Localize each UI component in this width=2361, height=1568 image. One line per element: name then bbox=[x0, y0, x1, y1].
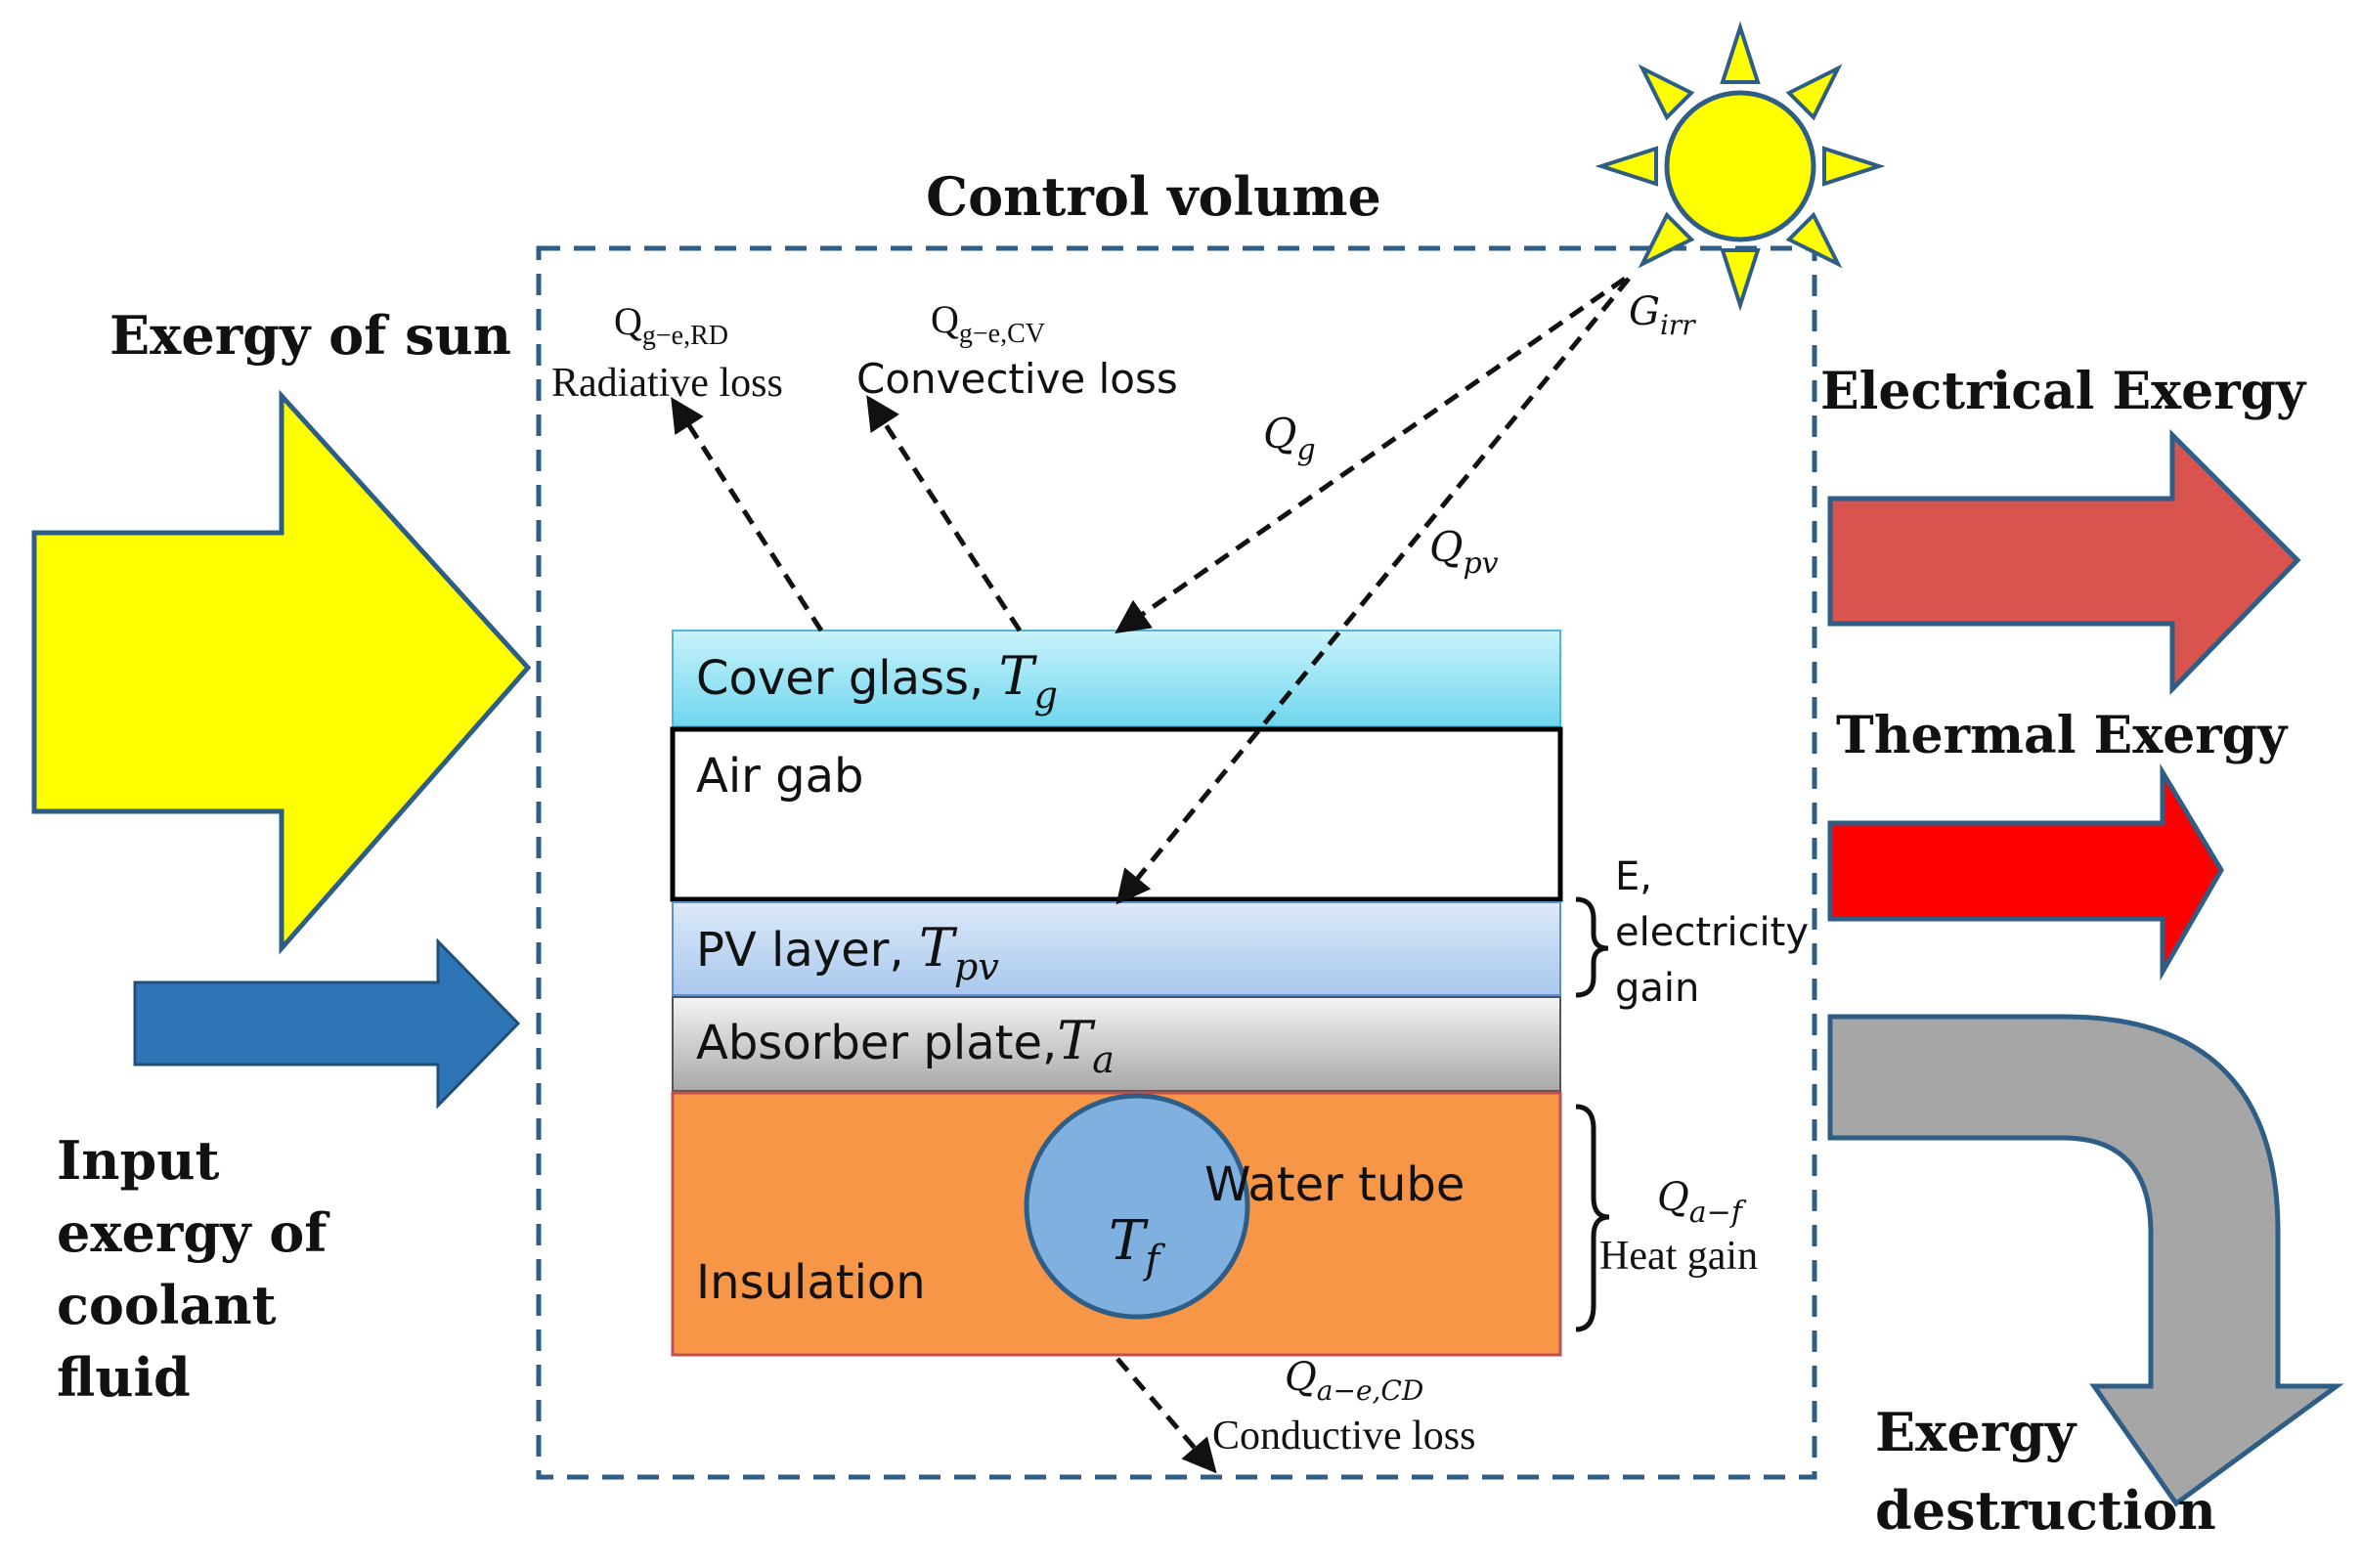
radiative-loss-symbol: Qg−e,RD bbox=[614, 299, 728, 351]
pv-layer bbox=[672, 901, 1561, 996]
irradiance-label: Girr bbox=[1629, 289, 1696, 341]
pv-layer-label: PV layer, Tpv bbox=[696, 917, 999, 988]
electricity-gain-label: E, electricity gain bbox=[1615, 854, 1821, 1011]
electrical-exergy-arrow bbox=[1827, 428, 2301, 696]
coolant-input-arrow bbox=[133, 937, 521, 1110]
sun-exergy-label: Exergy of sun bbox=[109, 304, 511, 367]
convective-loss-arrow bbox=[866, 395, 1023, 632]
glass-absorption-symbol: Qg bbox=[1263, 410, 1316, 467]
heat-gain-brace bbox=[1575, 1104, 1610, 1332]
insulation-label: Insulation bbox=[696, 1255, 926, 1310]
sun-exergy-arrow bbox=[31, 389, 532, 955]
sun-icon bbox=[1595, 21, 1886, 312]
water-tube bbox=[1024, 1093, 1250, 1320]
glass-absorption-arrow bbox=[1115, 276, 1627, 633]
radiative-loss-arrow bbox=[671, 397, 824, 632]
convective-loss-label: Convective loss bbox=[856, 355, 1178, 403]
coolant-input-label: Input exergy of coolant fluid bbox=[57, 1129, 345, 1409]
thermal-exergy-arrow bbox=[1827, 762, 2224, 981]
conductive-loss-arrow bbox=[1115, 1357, 1217, 1474]
cover-glass-label: Cover glass, Tg bbox=[696, 645, 1058, 717]
absorber-plate-label: Absorber plate,Ta bbox=[696, 1010, 1115, 1081]
water-tube-label: Water tube bbox=[1204, 1157, 1465, 1212]
conductive-loss-symbol: Qa−e,CD bbox=[1285, 1355, 1423, 1407]
exergy-destruction-arrow bbox=[1827, 1014, 2344, 1507]
radiative-loss-label: Radiative loss bbox=[551, 361, 783, 406]
pv-absorption-symbol: Qpv bbox=[1429, 523, 1499, 581]
conductive-loss-label: Conductive loss bbox=[1212, 1414, 1476, 1459]
control-volume-title: Control volume bbox=[926, 165, 1381, 228]
thermal-exergy-label: Thermal Exergy bbox=[1836, 706, 2289, 765]
electricity-gain-brace bbox=[1575, 896, 1609, 998]
absorber-plate-layer bbox=[672, 996, 1561, 1092]
exergy-destruction-label: Exergy destruction bbox=[1875, 1401, 2216, 1542]
control-volume-boundary bbox=[536, 245, 1817, 1480]
heat-gain-label: Heat gain bbox=[1599, 1234, 1758, 1279]
heat-gain-symbol: Qa−f bbox=[1657, 1175, 1747, 1230]
cover-glass-layer bbox=[672, 630, 1561, 727]
pv-absorption-arrow bbox=[1115, 277, 1631, 905]
air-gap-label: Air gab bbox=[696, 749, 864, 804]
convective-loss-symbol: Qg−e,CV bbox=[931, 297, 1045, 349]
electrical-exergy-label: Electrical Exergy bbox=[1820, 362, 2307, 421]
